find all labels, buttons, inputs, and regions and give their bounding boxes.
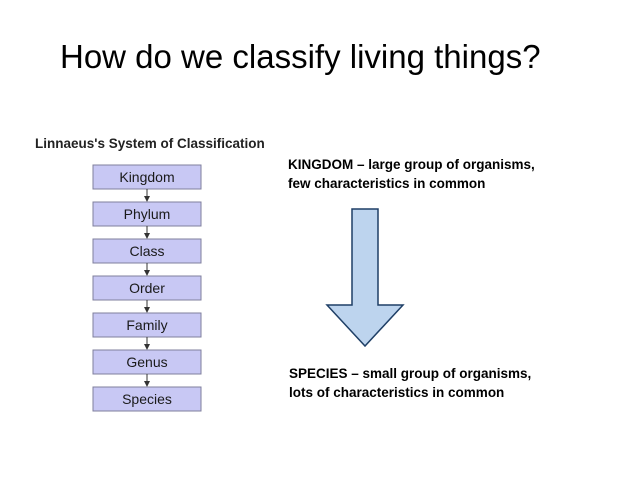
rank-box-bg [92, 201, 202, 227]
rank-box-bg [92, 164, 202, 190]
rank-label: Genus [126, 354, 167, 370]
rank-label: Family [126, 317, 167, 333]
rank-box-bg [92, 312, 202, 338]
rank-box-bg [92, 386, 202, 412]
rank-box-order: Order [92, 275, 202, 301]
slide-title: How do we classify living things? [60, 38, 541, 75]
kingdom-annotation: KINGDOM – large group of organisms, few … [288, 155, 535, 193]
species-annotation: SPECIES – small group of organisms, lots… [289, 364, 531, 402]
kingdom-annotation-line-1: KINGDOM – large group of organisms, [288, 157, 535, 172]
rank-box-species: Species [92, 386, 202, 412]
rank-label: Kingdom [119, 169, 174, 185]
rank-label: Class [129, 243, 164, 259]
down-arrow-shape [325, 208, 405, 348]
rank-label: Species [122, 391, 172, 407]
species-annotation-line-1: SPECIES – small group of organisms, [289, 366, 532, 381]
rank-box-bg [92, 349, 202, 375]
kingdom-annotation-line-2: few characteristics in common [288, 176, 486, 191]
rank-box-genus: Genus [92, 349, 202, 375]
rank-box-family: Family [92, 312, 202, 338]
rank-box-phylum: Phylum [92, 201, 202, 227]
rank-box-kingdom: Kingdom [92, 164, 202, 190]
rank-box-bg [92, 275, 202, 301]
rank-label: Order [129, 280, 165, 296]
rank-label: Phylum [124, 206, 171, 222]
species-annotation-line-2: lots of characteristics in common [289, 385, 505, 400]
classification-heading: Linnaeus's System of Classification [35, 136, 265, 151]
